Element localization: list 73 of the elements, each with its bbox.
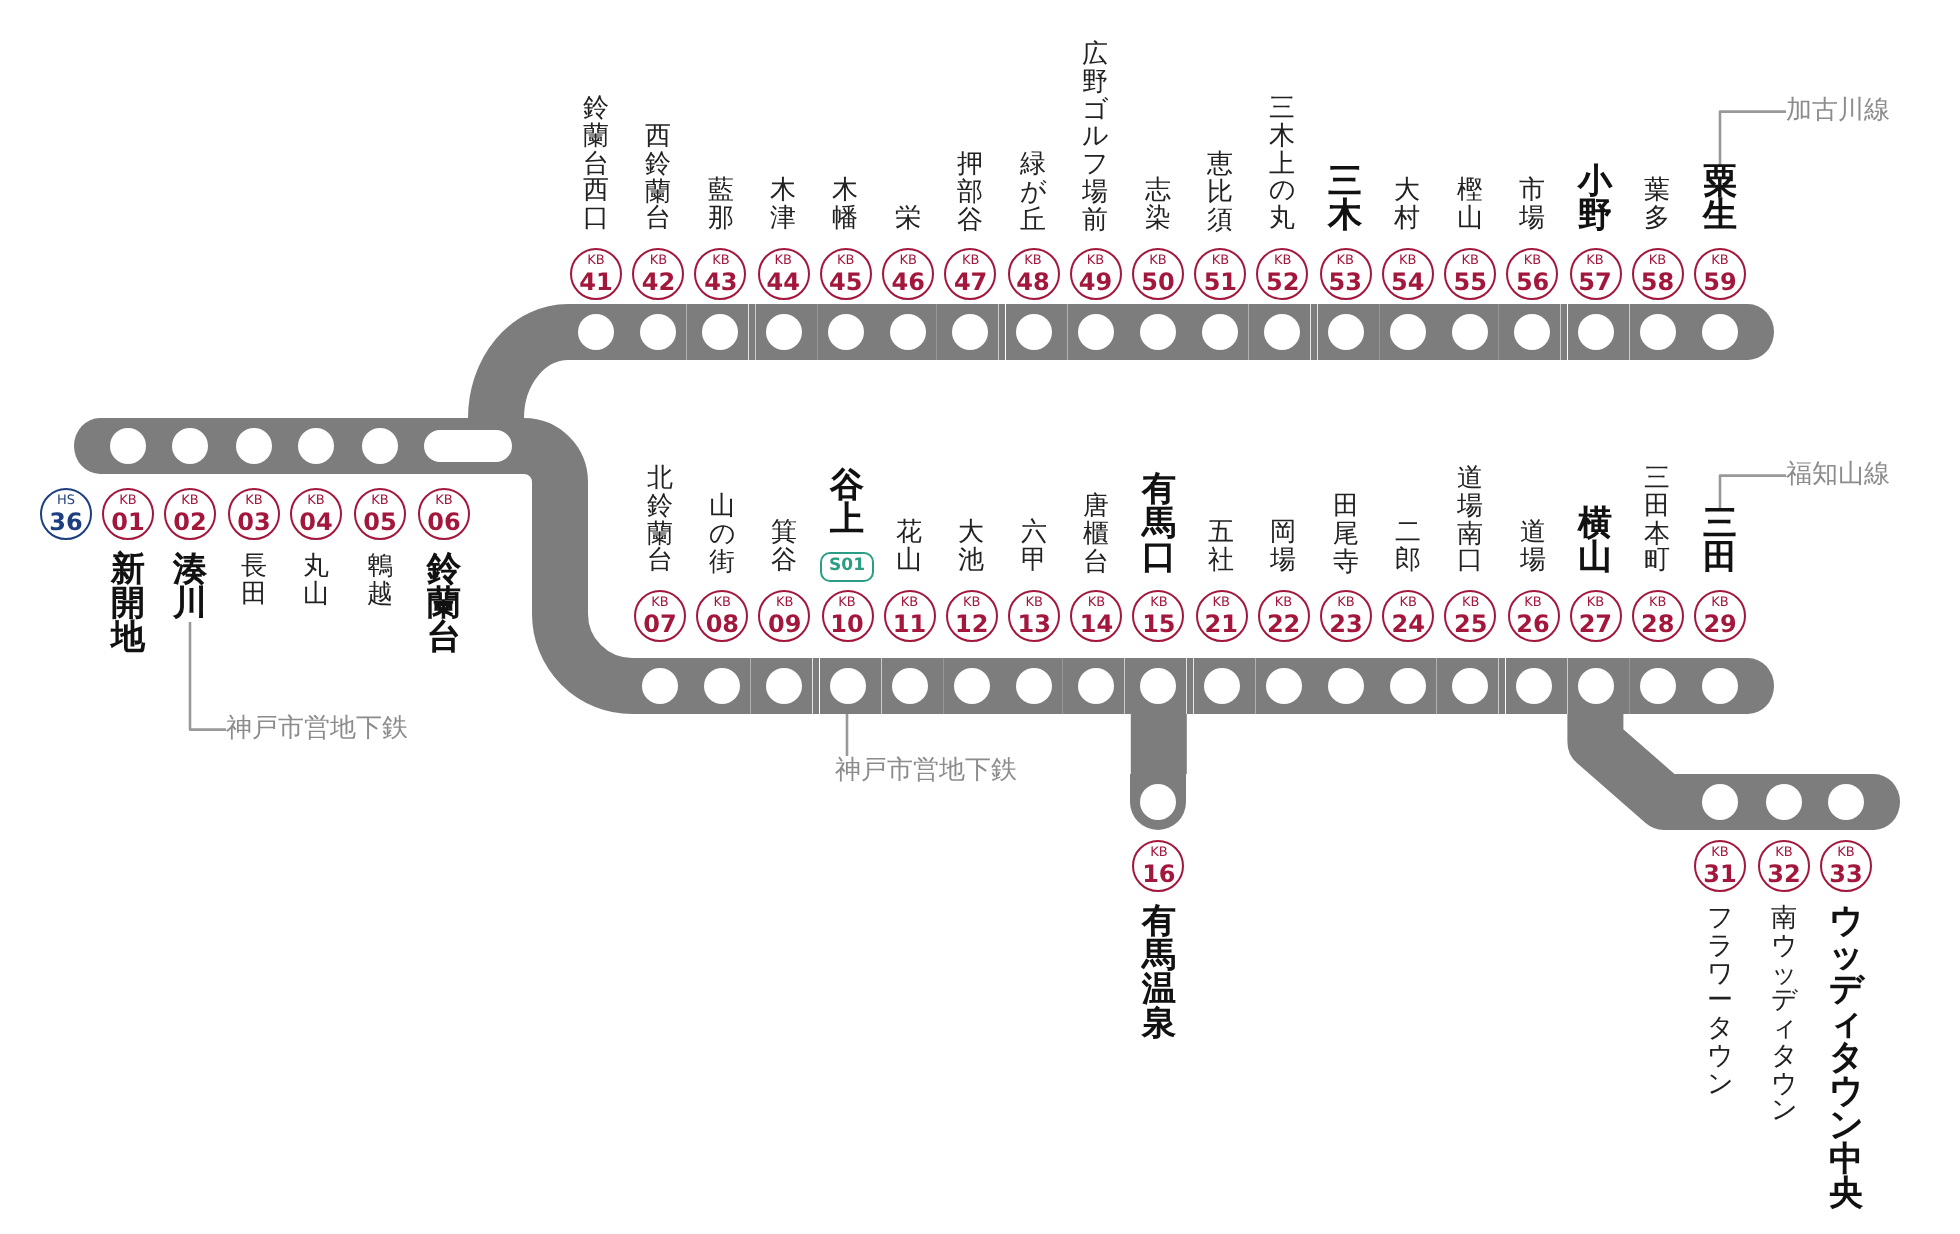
station-name: 道場南口 <box>1456 466 1484 577</box>
station-name: 箕谷 <box>770 520 798 576</box>
station-name: 鈴蘭台 <box>426 554 462 656</box>
station-name: 樫山 <box>1456 178 1484 234</box>
station-name: 小野 <box>1577 166 1613 234</box>
station-name: 大池 <box>957 520 986 576</box>
station-name: 三田本町 <box>1643 466 1672 577</box>
station-code-badge: S01 <box>820 551 875 581</box>
track-line <box>468 304 570 420</box>
station-name: 市場 <box>1518 178 1546 234</box>
station-name: 広野ゴルフ場前 <box>1081 42 1109 235</box>
station-name: 北鈴蘭台 <box>646 466 674 577</box>
station-name: ウッディタウン中央 <box>1828 906 1864 1212</box>
station-name: 六甲 <box>1020 520 1048 576</box>
station-name: 二郎 <box>1394 520 1422 576</box>
track-line <box>1186 658 1194 714</box>
track-line <box>998 304 1005 360</box>
station-name: 木津 <box>769 178 797 234</box>
station-name: 有馬温泉 <box>1140 906 1177 1042</box>
leader-line <box>845 714 849 756</box>
track-line <box>1249 658 1256 714</box>
station-name: 丸山 <box>302 554 330 610</box>
station-name: 岡場 <box>1269 520 1297 576</box>
track-line <box>1567 714 1692 830</box>
station-name: 五社 <box>1207 520 1235 576</box>
leader-line <box>1718 110 1786 166</box>
transfer-note: 神戸市営地下鉄 <box>226 714 408 746</box>
transfer-note: 神戸市営地下鉄 <box>835 756 1017 788</box>
station-name: 三木 <box>1327 166 1363 234</box>
track-line <box>1310 304 1318 360</box>
station-name: 恵比須 <box>1206 152 1234 235</box>
track-line <box>1061 304 1068 360</box>
station-name: 花山 <box>895 520 923 576</box>
station-name: 谷上 <box>829 469 865 537</box>
track-line <box>686 304 693 360</box>
track-line <box>750 658 757 714</box>
station-name: 山の街 <box>708 494 736 577</box>
station-name: 三木上の丸 <box>1268 96 1297 234</box>
station-name: 大村 <box>1393 178 1421 234</box>
station-name: フラワータウン <box>1706 906 1734 1099</box>
transfer-note: 福知山線 <box>1786 460 1890 492</box>
track-line <box>748 304 756 360</box>
station-name: 湊川 <box>172 554 208 622</box>
station-name: 道場 <box>1519 520 1547 576</box>
station-name: 志染 <box>1143 178 1172 234</box>
station-name: 葉多 <box>1643 178 1671 234</box>
track-line <box>1248 304 1255 360</box>
station-name: 南ウッディタウン <box>1770 906 1798 1127</box>
leader-line <box>188 622 226 731</box>
station-name: 有馬口 <box>1140 474 1177 576</box>
station-name: 西鈴蘭台 <box>644 124 672 235</box>
station-name: 栄 <box>894 206 922 234</box>
station-name: 唐櫃台 <box>1082 494 1110 577</box>
station-name: 長田 <box>240 554 268 610</box>
track-line <box>1498 658 1505 714</box>
station-name: 粟生 <box>1701 166 1738 234</box>
station-name: 田尾寺 <box>1331 494 1360 577</box>
track-line <box>1130 714 1187 774</box>
transfer-note: 加古川線 <box>1786 96 1890 128</box>
track-line <box>522 418 634 714</box>
station-name: 鈴蘭台西口 <box>582 96 610 234</box>
station-name: 緑が丘 <box>1019 152 1047 235</box>
track-line <box>1560 304 1567 360</box>
station-name: 三田 <box>1702 508 1738 576</box>
station-name: 横山 <box>1577 508 1614 576</box>
station-name: 新開地 <box>110 554 146 656</box>
station-name: 鵯越 <box>366 554 394 610</box>
track-line <box>812 658 819 714</box>
station-name: 藍那 <box>706 178 735 234</box>
station-name: 木幡 <box>831 178 860 234</box>
station-name: 押部谷 <box>956 152 984 235</box>
leader-line <box>1718 474 1786 508</box>
track-line <box>1436 658 1443 714</box>
